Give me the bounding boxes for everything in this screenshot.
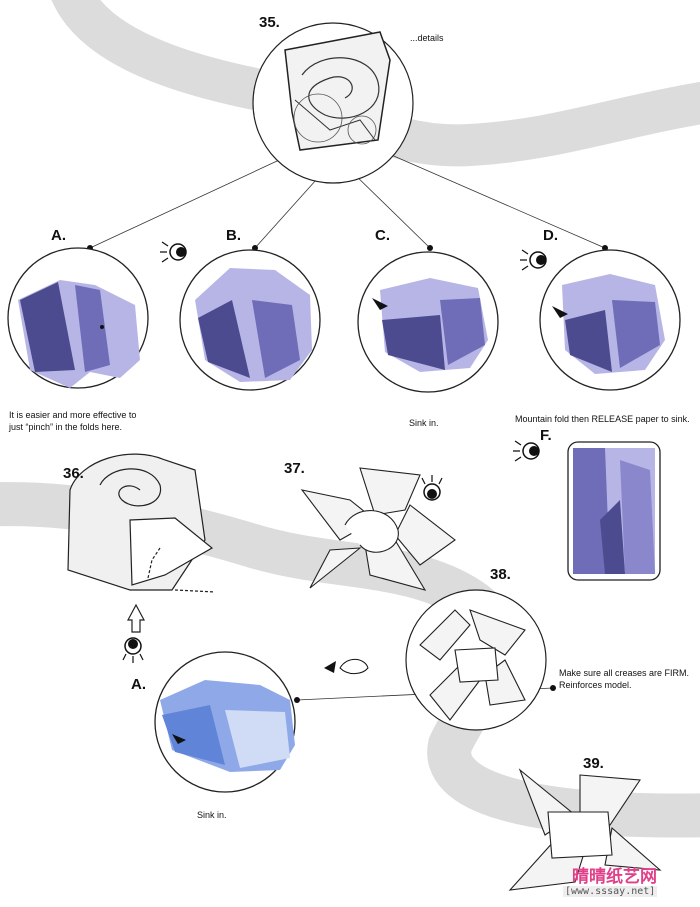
photo-circle-b (179, 249, 321, 391)
step-37-drawing (300, 467, 456, 591)
sub-label-f: F. (540, 427, 552, 444)
pinch-note-line-1: It is easier and more effective to (9, 410, 137, 420)
pinch-note-line-2: just “pinch” in the folds here. (9, 422, 123, 432)
dot-c (427, 245, 433, 251)
mountain-fold-note: Mountain fold then RELEASE paper to sink… (515, 414, 690, 424)
step-35-detail-circle (252, 22, 414, 184)
photo-circle-d (539, 249, 681, 391)
step-39-drawing (508, 768, 662, 891)
photo-circle-a (7, 247, 149, 389)
sub-label-a2: A. (131, 676, 146, 693)
connector-d (379, 149, 606, 249)
sub-label-d: D. (543, 227, 558, 244)
watermark-url: [www.sssay.net] (563, 886, 658, 897)
photo-circle-c (357, 251, 499, 393)
step-37-label: 37. (284, 460, 305, 477)
connector-c (349, 169, 431, 249)
photo-frame-f (567, 441, 661, 581)
photo-circle-a2 (154, 651, 296, 793)
dot-a2 (294, 697, 300, 703)
connector-a (89, 154, 291, 249)
sub-label-a: A. (51, 227, 66, 244)
sink-note-a2: Sink in. (197, 810, 227, 820)
step-38-circle (405, 589, 547, 731)
eye-icon-f (513, 440, 540, 462)
eye-icon-37 (421, 475, 443, 501)
eye-icon-b (160, 241, 187, 263)
eye-icon-38 (324, 658, 369, 675)
eye-icon-d (520, 249, 547, 271)
step-36-label: 36. (63, 465, 84, 482)
step-35-label: 35. (259, 14, 280, 31)
sub-label-c: C. (375, 227, 390, 244)
sink-note-c: Sink in. (409, 418, 439, 428)
step-38-label: 38. (490, 566, 511, 583)
details-note: ...details (410, 33, 444, 43)
firm-note-line-2: Reinforces model. (559, 680, 632, 690)
sub-label-b: B. (226, 227, 241, 244)
connector-b (254, 169, 326, 249)
eye-icon-36 (122, 637, 144, 663)
dot-38 (550, 685, 556, 691)
step-39-label: 39. (583, 755, 604, 772)
watermark-brand: 晴晴纸艺网 (572, 867, 657, 887)
step-36-drawing (67, 453, 216, 633)
firm-note-line-1: Make sure all creases are FIRM. (559, 668, 690, 678)
